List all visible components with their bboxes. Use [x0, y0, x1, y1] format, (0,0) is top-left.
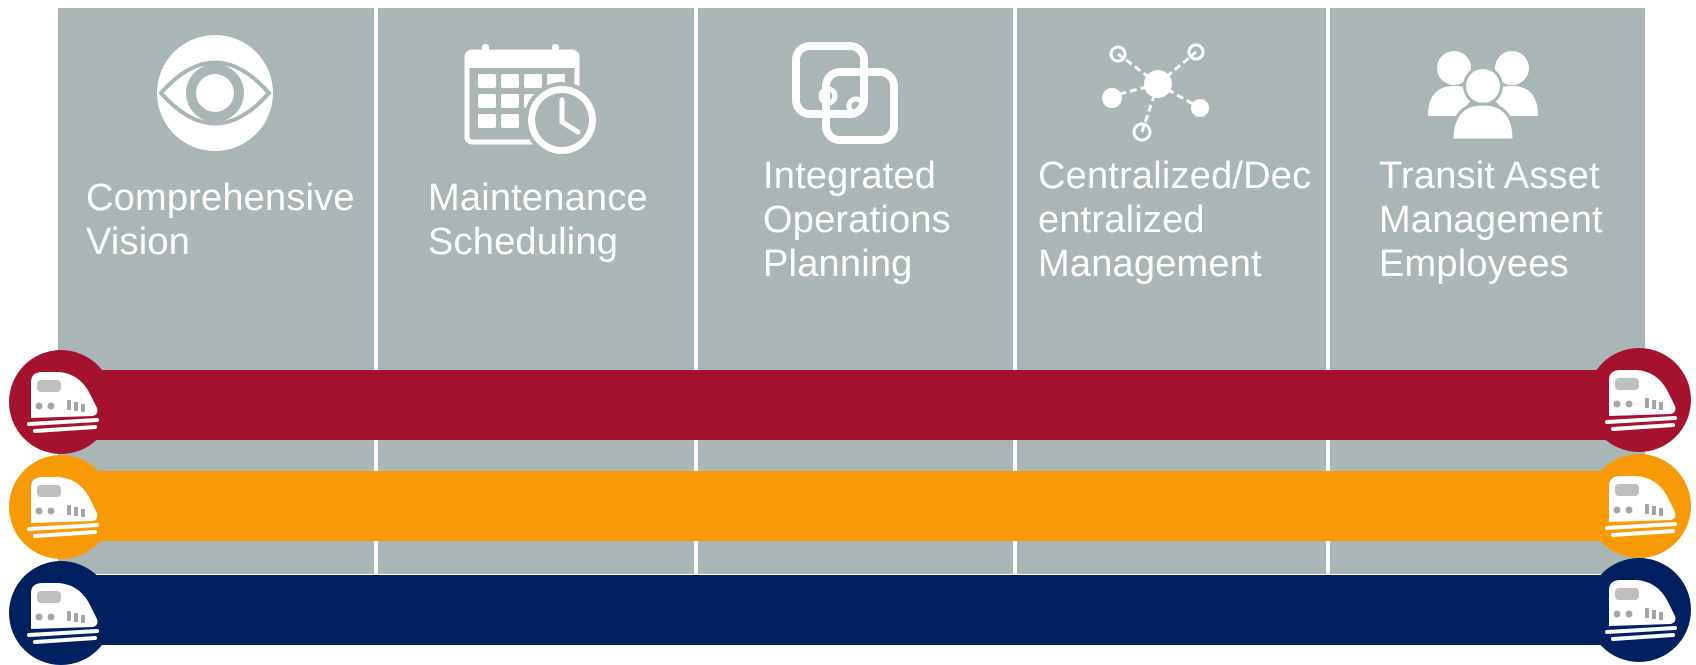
band-orange: [56, 471, 1644, 541]
label-transit-asset-management-employees: Transit Asset Management Employees: [1379, 155, 1603, 285]
train-badge-left-red: [9, 350, 113, 454]
band-navy: [56, 575, 1644, 645]
eye-icon: [156, 34, 274, 152]
calendar-clock-icon: [464, 44, 604, 162]
label-centralized-decentralized-management: Centralized/Dec entralized Management: [1038, 155, 1312, 285]
label-comprehensive-vision: Comprehensive Vision: [86, 177, 355, 263]
train-icon: [1605, 368, 1678, 431]
train-icon: [1605, 474, 1678, 537]
train-badge-right-orange: [1587, 454, 1691, 558]
people-group-icon: [1428, 50, 1538, 140]
train-badge-right-navy: [1587, 558, 1691, 662]
label-maintenance-scheduling: Maintenance Scheduling: [428, 177, 648, 263]
train-icon: [27, 475, 100, 538]
train-badge-left-orange: [9, 455, 113, 559]
train-icon: [1605, 578, 1678, 641]
train-icon: [27, 370, 100, 433]
train-icon: [27, 581, 100, 644]
network-nodes-icon: [1100, 40, 1216, 144]
train-badge-left-navy: [9, 561, 113, 665]
train-badge-right-red: [1587, 348, 1691, 452]
label-integrated-operations-planning: Integrated Operations Planning: [763, 155, 951, 285]
linked-squares-icon: [792, 42, 898, 148]
band-red: [56, 370, 1644, 440]
